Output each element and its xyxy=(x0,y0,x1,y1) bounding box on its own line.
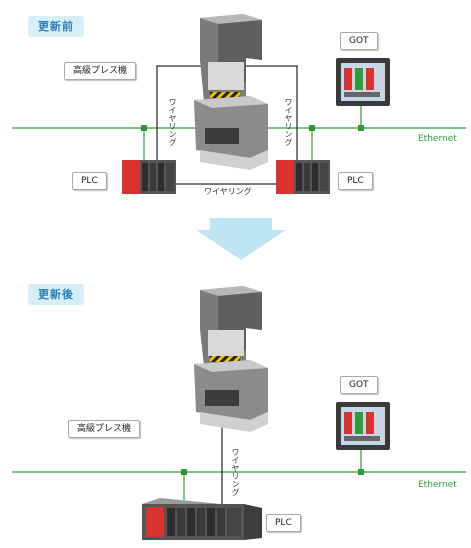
press-label-after: 高級プレス機 xyxy=(68,420,141,438)
eth-node-left xyxy=(141,125,147,131)
plc-right-before xyxy=(276,160,330,194)
got-label-after: GOT xyxy=(340,376,378,394)
ethernet-label-after: Ethernet xyxy=(418,480,457,490)
eth-node-got-after xyxy=(358,469,364,475)
eth-node-got-before xyxy=(358,125,364,131)
eth-node-plc-after xyxy=(181,469,187,475)
got-display-after xyxy=(336,402,390,450)
plc-label-left-before: PLC xyxy=(72,172,107,190)
press-machine-after xyxy=(194,286,268,432)
plc-rack-after xyxy=(142,498,262,540)
got-label-before: GOT xyxy=(340,32,378,50)
ethernet-label-before: Ethernet xyxy=(418,134,457,144)
press-machine-before xyxy=(194,14,268,170)
wiring-label-after: ワイヤリング xyxy=(231,448,240,496)
transition-arrow xyxy=(196,230,286,260)
plc-left-before xyxy=(122,160,176,194)
badge-after: 更新後 xyxy=(28,284,84,305)
badge-before: 更新前 xyxy=(28,16,84,37)
plc-label-right-before: PLC xyxy=(338,172,373,190)
wiring-label-right: ワイヤリング xyxy=(284,98,293,146)
press-label-before: 高級プレス機 xyxy=(64,62,137,80)
got-display-before xyxy=(336,58,390,106)
wiring-label-bottom: ワイヤリング xyxy=(204,187,252,196)
eth-node-right xyxy=(309,125,315,131)
plc-label-after: PLC xyxy=(266,514,301,532)
wiring-label-left: ワイヤリング xyxy=(168,98,177,146)
